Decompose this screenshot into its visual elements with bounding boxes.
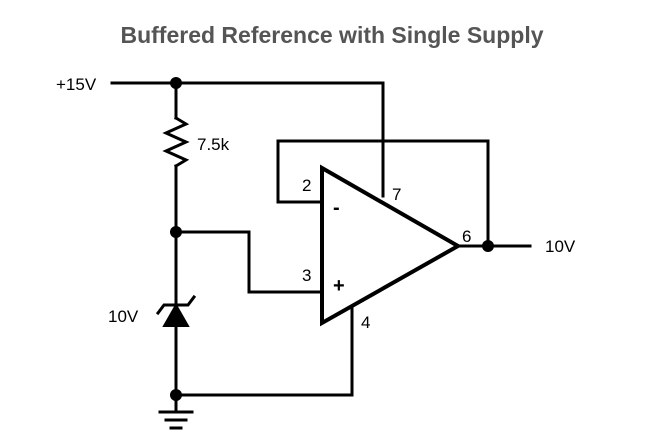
pin-4-label: 4	[361, 313, 370, 332]
pin-7-label: 7	[392, 185, 401, 204]
resistor-label: 7.5k	[197, 135, 230, 154]
feedback-wire	[276, 139, 490, 248]
ground-return-wire	[174, 305, 354, 397]
zener-diode-symbol	[162, 302, 190, 327]
zener-label: 10V	[108, 307, 139, 326]
pin-6-label: 6	[462, 227, 471, 246]
resistor-symbol	[162, 115, 190, 169]
inverting-sign: -	[333, 197, 340, 219]
output-junction-dot	[482, 240, 494, 252]
non-inverting-sign: +	[333, 275, 345, 297]
supply-label: +15V	[56, 75, 97, 94]
pin-2-label: 2	[302, 176, 311, 195]
op-amp-symbol	[320, 164, 463, 327]
diagram-title: Buffered Reference with Single Supply	[120, 22, 544, 48]
pin-3-label: 3	[302, 266, 311, 285]
output-label: 10V	[545, 237, 576, 256]
non-inverting-input-wire	[174, 230, 324, 294]
zener-cathode-bar	[155, 294, 197, 316]
